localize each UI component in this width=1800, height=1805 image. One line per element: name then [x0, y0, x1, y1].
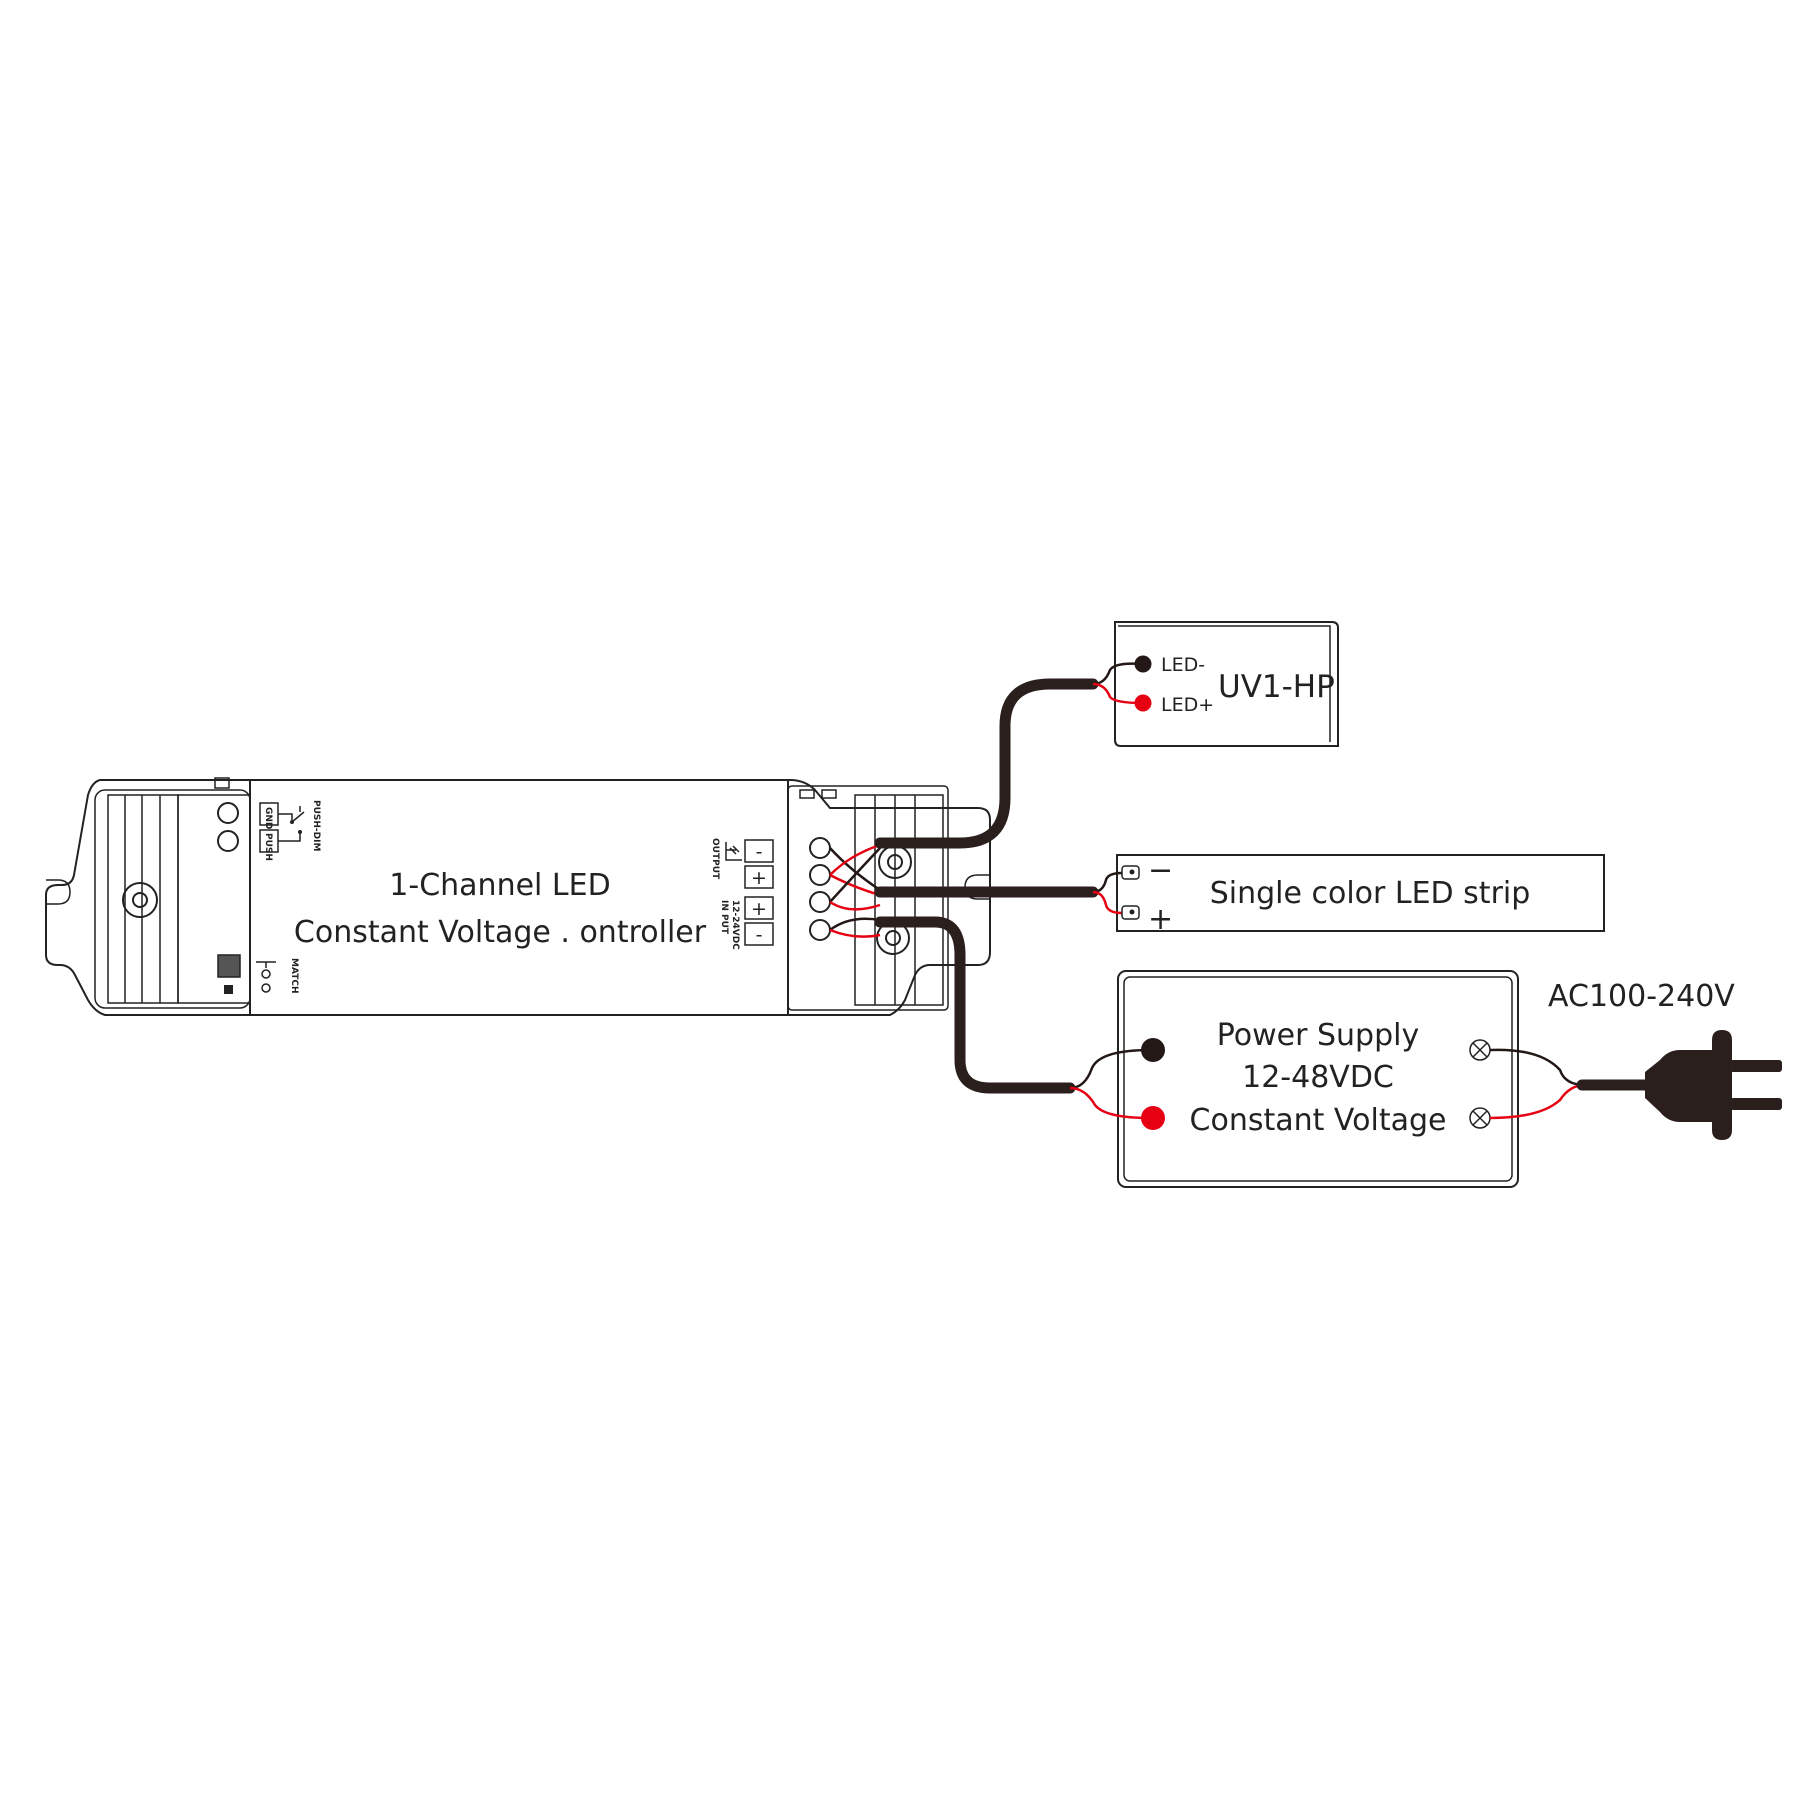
screw-terminal-2 — [809, 864, 831, 886]
left-cap-ribs — [107, 794, 179, 1004]
right-end-cap — [787, 785, 949, 1011]
cable-to-uv1-hp — [874, 678, 1099, 849]
uv1-hp-module: LED- LED+ UV1-HP — [1092, 621, 1339, 747]
push-terminal-hole-2 — [217, 830, 239, 852]
controller-title-line1: 1-Channel LED — [389, 868, 610, 903]
strip-minus-symbol: − — [1148, 853, 1173, 888]
psu-positive-terminal — [1141, 1106, 1165, 1130]
psu-negative-terminal — [1141, 1038, 1165, 1062]
input-plus-terminal — [744, 896, 774, 920]
cable-to-power-supply — [874, 916, 1076, 1094]
strip-plus-pad — [1121, 905, 1140, 920]
uv1-hp-led-plus-terminal — [1134, 694, 1152, 712]
input-label: IN PUT — [719, 900, 729, 935]
gnd-label: GND — [263, 807, 273, 829]
push-terminal-hole-1 — [217, 802, 239, 824]
input-voltage-label: 12-24VDC — [730, 900, 740, 950]
psu-line1: Power Supply — [1217, 1018, 1419, 1053]
led-strip-body — [1116, 854, 1605, 932]
svg-text:-: - — [756, 841, 763, 863]
uv1-hp-led-plus-label: LED+ — [1161, 694, 1214, 716]
svg-text:+: + — [751, 898, 767, 920]
power-supply: Power Supply 12-48VDC Constant Voltage — [1069, 970, 1586, 1188]
match-button[interactable] — [217, 954, 241, 978]
strip-plus-symbol: + — [1148, 902, 1173, 937]
output-minus-terminal — [744, 839, 774, 863]
push-dim-terminals: GND PUSH PUSH-DIM — [259, 800, 321, 861]
plug-prong-bottom — [1730, 1098, 1782, 1110]
ac-terminal-l — [1469, 1039, 1491, 1061]
ac-voltage-label: AC100-240V — [1548, 979, 1735, 1014]
strip-minus-pad — [1121, 865, 1140, 880]
svg-text:-: - — [756, 924, 763, 946]
controller-unit: GND PUSH PUSH-DIM MATCH 1-Channel LED Co… — [45, 777, 991, 1016]
output-plus-terminal — [744, 865, 774, 889]
output-input-block: OUTPUT - + IN PUT 12-24VDC + - — [710, 838, 774, 950]
left-screw — [122, 882, 158, 918]
uv1-hp-led-minus-terminal — [1134, 655, 1152, 673]
controller-title-line2: Constant Voltage . ontroller — [294, 915, 707, 950]
power-supply-box — [1117, 970, 1519, 1188]
ac-plug — [1576, 1030, 1782, 1140]
match-label: MATCH — [289, 958, 299, 994]
psu-line2: 12-48VDC — [1242, 1060, 1394, 1095]
controller-housing — [45, 779, 991, 1016]
push-dim-label: PUSH-DIM — [311, 800, 321, 851]
output-label: OUTPUT — [710, 838, 720, 880]
psu-line3: Constant Voltage — [1190, 1103, 1447, 1138]
screw-terminal-4 — [809, 919, 831, 941]
led-strip: − + Single color LED strip — [1092, 853, 1605, 937]
uv1-hp-led-minus-label: LED- — [1161, 654, 1205, 676]
plug-prong-top — [1730, 1060, 1782, 1072]
ac-terminal-n — [1469, 1107, 1491, 1129]
uv1-hp-box — [1114, 621, 1339, 747]
match-led — [224, 985, 233, 994]
push-label: PUSH — [263, 833, 273, 861]
led-strip-label: Single color LED strip — [1210, 876, 1531, 911]
uv1-hp-name: UV1-HP — [1218, 669, 1335, 705]
svg-text:+: + — [751, 867, 767, 889]
left-mount-slot — [46, 879, 71, 905]
plug-body — [1645, 1030, 1732, 1140]
match-switch-symbol: MATCH — [256, 958, 299, 994]
input-minus-terminal — [744, 922, 774, 946]
screw-terminal-1 — [809, 837, 831, 859]
screw-terminal-3 — [809, 891, 831, 913]
cables — [874, 678, 1099, 1094]
